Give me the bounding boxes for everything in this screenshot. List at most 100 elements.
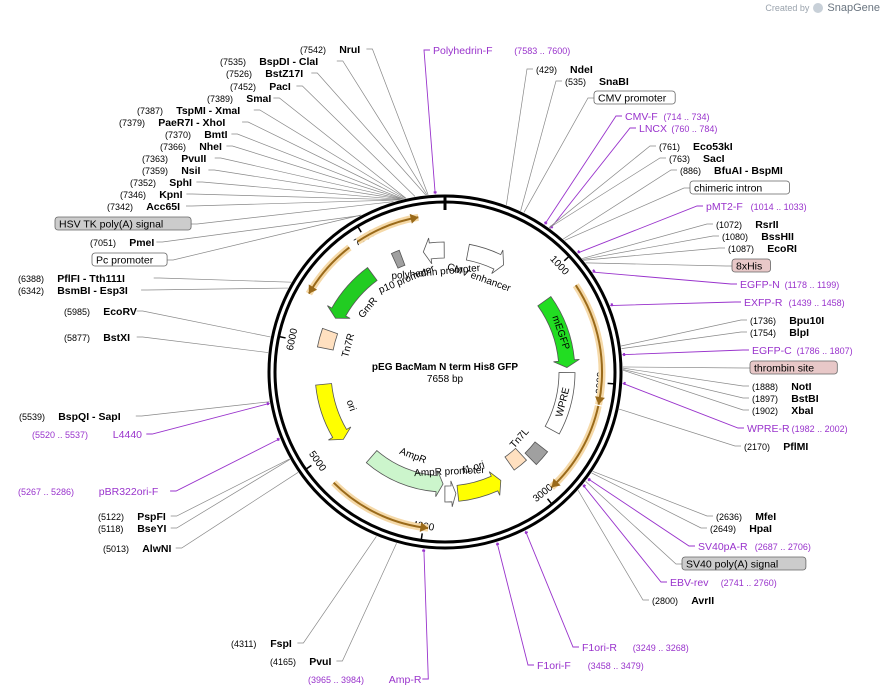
site-and-primer-labels: (7542)NruI(7535)BspDI - ClaI(7526)BstZ17… [18, 44, 853, 686]
label-bstbi: (1897)BstBI [752, 393, 819, 405]
label-smai: (7389) SmaI [207, 93, 271, 105]
label-bsmbi-esp3i: (6342)BsmBI - Esp3I [18, 285, 128, 297]
tick-mark [278, 335, 286, 339]
leader-line [156, 215, 361, 243]
enzyme-name: BmtI [204, 129, 227, 141]
site-position: (1897) [752, 394, 778, 404]
primer-name: EGFP-C [752, 345, 792, 357]
orf-arc [574, 284, 603, 405]
enzyme-name: Bpu10I [789, 315, 824, 327]
label-avrii: (2800)AvrII [652, 595, 714, 607]
site-position: (6342) [18, 286, 44, 296]
site-position: (7342) [107, 202, 133, 212]
enzyme-name: NsiI [181, 165, 200, 177]
feature-box [731, 258, 771, 273]
label-bfuai-bspmi: (886)BfuAI - BspMI [680, 165, 783, 177]
site-position: (1080) [722, 232, 748, 242]
feature-box-text: chimeric intron [694, 183, 762, 195]
leader-line [621, 331, 747, 349]
label-pspfi: (5122)PspFI [98, 511, 166, 523]
enzyme-name: NotI [791, 381, 811, 393]
leader-line [186, 199, 400, 207]
enzyme-name: SmaI [246, 93, 271, 105]
site-position: (1736) [750, 316, 776, 326]
label-ecori: (1087)EcoRI [728, 243, 797, 255]
primer-name: pMT2-F [706, 201, 743, 213]
leader-line [523, 97, 594, 213]
leader-line [548, 145, 656, 228]
label-pmei: (7051)PmeI [90, 237, 154, 249]
feature-box-text: HSV TK poly(A) signal [59, 219, 163, 231]
primer-name: EGFP-N [740, 279, 780, 291]
label-rsrii: (1072) RsrII [716, 219, 779, 231]
primer-binding-mark [610, 303, 614, 307]
orf-arrowhead [419, 522, 429, 533]
site-position: (6388) [18, 274, 44, 284]
label-lncx: LNCX(760 .. 784) [639, 123, 717, 135]
leader-line [273, 97, 407, 199]
feature-label-tn7r: Tn7R [340, 332, 357, 358]
label-hpai: (2649)HpaI [710, 523, 772, 535]
snapgene-branding: Created by SnapGene [765, 2, 880, 14]
leader-line [170, 458, 290, 517]
label-xbai: (1902)XbaI [752, 405, 813, 417]
enzyme-name: PflMI [783, 441, 808, 453]
primer-name: L4440 [113, 429, 142, 441]
feature-box-text: Pc promoter [96, 255, 154, 267]
plasmid-name: pEG BacMam N term His8 GFP [372, 362, 518, 373]
leader-line [422, 548, 429, 680]
leader-line [563, 169, 677, 240]
enzyme-name: FspI [270, 638, 292, 650]
site-position: (763) [669, 154, 690, 164]
feature-box [91, 252, 168, 267]
site-position: (7366) [160, 142, 186, 152]
site-position: (1072) [716, 220, 742, 230]
leader-line [186, 193, 400, 201]
leader-line [336, 60, 428, 196]
site-position: (7379) [119, 118, 145, 128]
enzyme-name: PflFI - Tth111I [57, 273, 125, 285]
label-nrui: (7542)NruI [300, 44, 360, 56]
enzyme-name: EcoRI [767, 243, 797, 255]
leader-line [214, 157, 403, 200]
site-position: (7389) [207, 94, 233, 104]
label-wpre-r: WPRE-R(1982 .. 2002) [747, 423, 848, 435]
primer-name: Amp-R [389, 674, 422, 686]
site-position: (2636) [716, 512, 742, 522]
site-position: (7526) [226, 69, 252, 79]
label-thrombin-site: thrombin site [749, 360, 838, 375]
site-position: (2170) [744, 442, 770, 452]
enzyme-name: RsrII [755, 219, 778, 231]
enzyme-name: AvrII [691, 595, 714, 607]
leader-line [191, 201, 394, 225]
site-position: (1754) [750, 328, 776, 338]
site-position: (5985) [64, 307, 90, 317]
label-leader-lines [135, 48, 750, 680]
label-pmt2-f: pMT2-F(1014 .. 1033) [706, 201, 807, 213]
site-position: (7346) [120, 190, 146, 200]
leader-line [592, 271, 737, 285]
label-l4440: (5520 .. 5537)L4440 [32, 429, 142, 441]
feature-label-ampr-promoter: AmpR promoter [414, 465, 486, 479]
leader-line [336, 543, 397, 662]
label-egfp-n: EGFP-N(1178 .. 1199) [740, 279, 839, 291]
leader-line [585, 481, 682, 565]
label-ndei: (429)NdeI [536, 64, 593, 76]
primer-coords: (1439 .. 1458) [789, 298, 845, 308]
primer-name: EXFP-R [744, 297, 783, 309]
enzyme-name: BssHII [761, 231, 794, 243]
site-position: (7352) [130, 178, 156, 188]
leader-line [170, 438, 281, 492]
primer-name: WPRE-R [747, 423, 790, 435]
leader-line [618, 408, 741, 447]
primer-binding-mark [577, 250, 581, 254]
label-nhei: (7366)NheI [160, 141, 222, 153]
leader-line [544, 115, 622, 225]
primer-name: EBV-rev [670, 577, 709, 589]
leader-line [366, 48, 429, 195]
tick-mark [305, 464, 312, 471]
feature-ampr-promoter [444, 480, 457, 507]
feature-arrows [315, 237, 580, 507]
primer-coords: (714 .. 734) [664, 112, 710, 122]
label-sphi: (7352)SphI [130, 177, 192, 189]
